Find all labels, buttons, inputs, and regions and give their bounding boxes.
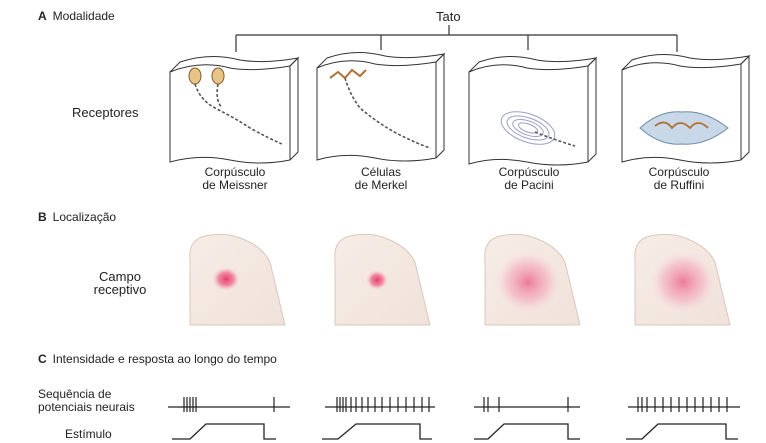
- receptor-label-merkel: Células de Merkel: [336, 166, 426, 192]
- estimulo-label: Estímulo: [65, 428, 112, 441]
- finger-merkel: [335, 234, 430, 325]
- receptive-field-meissner: [212, 267, 240, 291]
- receptive-field-pacini: [494, 250, 562, 314]
- section-c-letter: C: [38, 352, 47, 366]
- receptor-label-pacini: Corpúsculo de Pacini: [484, 166, 574, 192]
- sequencia-label: Sequência de potenciais neurais: [38, 388, 135, 414]
- finger-meissner: [190, 234, 285, 325]
- section-b-letter: B: [38, 210, 47, 224]
- section-c-heading: C Intensidade e resposta ao longo do temp…: [38, 353, 277, 366]
- sequencia-line2: potenciais neurais: [38, 401, 135, 414]
- section-a-title: Modalidade: [53, 9, 115, 23]
- skin-block-pacini: [469, 56, 596, 165]
- campo-receptivo-label: Campo receptivo: [80, 270, 160, 296]
- section-b-title: Localização: [53, 210, 116, 224]
- receptor-label-meissner: Corpúsculo de Meissner: [190, 166, 280, 192]
- stimulus-traces: [172, 424, 738, 439]
- spike-train-merkel: [325, 397, 435, 412]
- spike-train-meissner: [168, 397, 290, 412]
- section-a-heading: A Modalidade: [38, 10, 115, 23]
- section-c-title: Intensidade e resposta ao longo do tempo: [53, 352, 277, 366]
- section-a-letter: A: [38, 9, 47, 23]
- receptores-label: Receptores: [72, 106, 138, 119]
- section-b-heading: B Localização: [38, 211, 116, 224]
- receptor-label-line2: de Merkel: [336, 179, 426, 192]
- campo-line2: receptivo: [80, 283, 160, 296]
- spike-train-ruffini: [628, 397, 740, 412]
- finger-ruffini: [635, 234, 730, 325]
- receptor-label-line2: de Ruffini: [634, 179, 724, 192]
- spike-train-pacini: [474, 397, 580, 412]
- skin-block-ruffini: [622, 54, 749, 163]
- receptor-label-line2: de Pacini: [484, 179, 574, 192]
- tato-bracket: [236, 25, 677, 52]
- skin-block-merkel: [317, 52, 444, 161]
- receptor-label-ruffini: Corpúsculo de Ruffini: [634, 166, 724, 192]
- receptor-label-line2: de Meissner: [190, 179, 280, 192]
- tato-label: Tato: [436, 10, 461, 23]
- receptive-field-merkel: [366, 270, 388, 290]
- receptive-field-ruffini: [649, 250, 717, 314]
- finger-pacini: [485, 234, 580, 325]
